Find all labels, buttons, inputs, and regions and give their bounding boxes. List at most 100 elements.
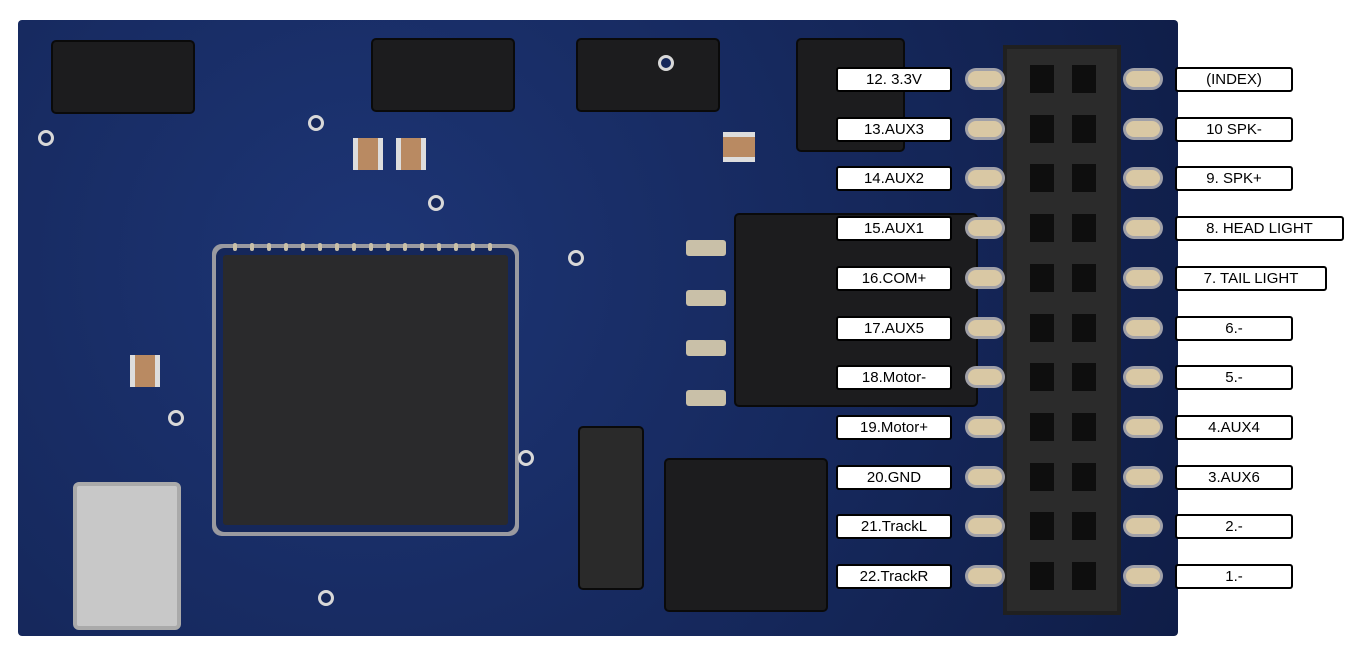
header-socket [1072,412,1096,441]
pin-label-right: 6.- [1175,315,1293,341]
chip-pin [301,243,305,251]
mosfet-chip [53,42,193,112]
pin-header-connector [1003,45,1121,615]
chip-lead [686,390,726,406]
solder-pad [1126,468,1160,485]
header-socket [1072,214,1096,243]
pin-label-left: 12. 3.3V [836,67,952,92]
solder-pad [968,120,1002,137]
via [518,450,534,466]
chip-lead [686,340,726,356]
pin-label-right: (INDEX) [1175,67,1293,92]
pin-label-right: 3.AUX6 [1175,464,1293,490]
via [308,115,324,131]
chip-pin [267,243,271,251]
via [568,250,584,266]
solder-pad [968,220,1002,237]
header-socket [1030,562,1054,590]
via [168,410,184,426]
header-socket [1030,512,1054,541]
header-socket [1072,263,1096,292]
via [38,130,54,146]
crystal-oscillator [73,482,181,630]
capacitor [396,138,426,170]
chip-pin [335,243,339,251]
chip-pin [403,243,407,251]
chip-pin [471,243,475,251]
header-socket [1030,412,1054,441]
capacitor [130,355,160,387]
pin-label-right: 8. HEAD LIGHT [1175,216,1344,242]
header-socket [1030,462,1054,491]
pin-label-right: 4.AUX4 [1175,414,1293,440]
pin-label-left: 17.AUX5 [836,315,952,341]
header-socket [1030,164,1054,193]
pin-label-left: 20.GND [836,464,952,490]
capacitor [353,138,383,170]
header-socket [1030,263,1054,292]
pin-label-right: 7. TAIL LIGHT [1175,265,1327,291]
solder-pad [1126,319,1160,336]
solder-pad [1126,518,1160,535]
header-socket [1030,65,1054,93]
pin-label-left: 13.AUX3 [836,116,952,142]
ic-chip [666,460,826,610]
pin-label-left: 16.COM+ [836,265,952,291]
chip-lead [686,290,726,306]
pin-label-left: 21.TrackL [836,514,952,540]
diode [580,428,642,588]
header-socket [1030,363,1054,392]
pin-label-right: 2.- [1175,514,1293,540]
pin-label-left: 22.TrackR [836,564,952,589]
solder-pad [1126,269,1160,286]
pin-label-left: 14.AUX2 [836,166,952,192]
solder-pad [1126,418,1160,435]
pin-label-left: 19.Motor+ [836,414,952,440]
header-socket [1072,313,1096,342]
via [428,195,444,211]
chip-pin [437,243,441,251]
chip-pin [454,243,458,251]
pin-label-left: 15.AUX1 [836,216,952,242]
solder-pad [968,319,1002,336]
solder-pad [968,71,1002,87]
pin-label-right: 5.- [1175,365,1293,391]
microcontroller-chip [223,243,508,525]
chip-pin [352,243,356,251]
header-socket [1030,114,1054,143]
solder-pad [968,518,1002,535]
solder-pad [1126,120,1160,137]
solder-pad [1126,568,1160,584]
solder-pad [968,269,1002,286]
solder-pad [1126,170,1160,187]
solder-pad [968,418,1002,435]
mosfet-chip [578,40,718,110]
header-socket [1072,65,1096,93]
header-socket [1072,512,1096,541]
header-socket [1072,562,1096,590]
header-socket [1030,313,1054,342]
solder-pad [1126,71,1160,87]
solder-pad [968,568,1002,584]
chip-pin [318,243,322,251]
pin-label-right: 1.- [1175,564,1293,589]
chip-pin [250,243,254,251]
header-socket [1072,363,1096,392]
pin-label-right: 10 SPK- [1175,116,1293,142]
via [658,55,674,71]
solder-pad [968,369,1002,386]
chip-pin [284,243,288,251]
pin-label-right: 9. SPK+ [1175,166,1293,192]
via [318,590,334,606]
chip-pin [233,243,237,251]
chip-lead [686,240,726,256]
chip-pin [420,243,424,251]
pin-label-left: 18.Motor- [836,365,952,391]
capacitor [723,132,755,162]
header-socket [1030,214,1054,243]
chip-pin [488,243,492,251]
header-socket [1072,114,1096,143]
solder-pad [968,170,1002,187]
header-socket [1072,462,1096,491]
solder-pad [1126,369,1160,386]
